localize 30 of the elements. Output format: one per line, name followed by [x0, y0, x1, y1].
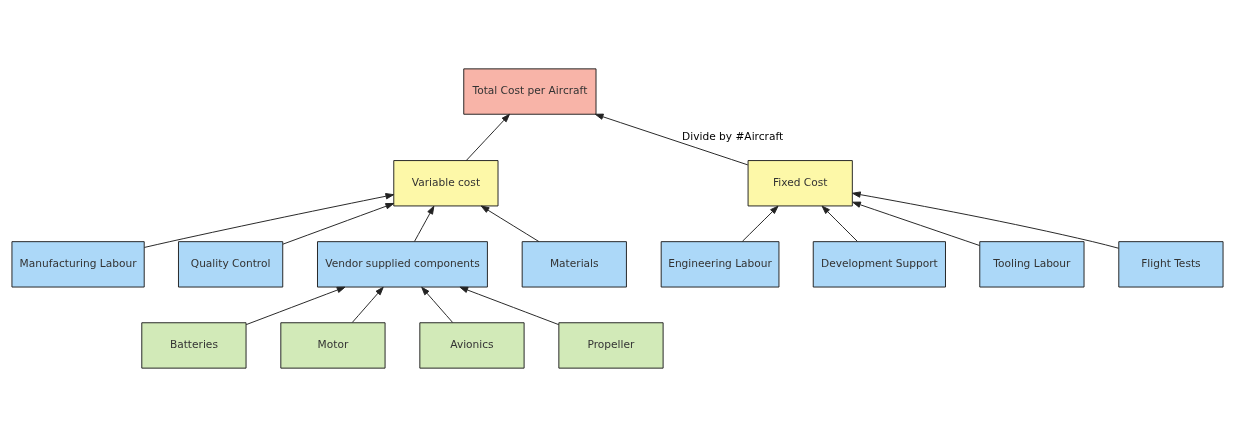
arrow — [421, 286, 454, 323]
node-box: Batteries — [141, 321, 247, 369]
node-box: Manufacturing Labour — [11, 240, 145, 288]
node-box: Propeller — [558, 321, 664, 369]
arrow — [351, 286, 384, 323]
edge-label: Divide by #Aircraft — [682, 129, 784, 143]
arrow — [821, 205, 858, 242]
arrow — [465, 113, 510, 161]
node-box: Variable cost — [393, 159, 499, 206]
arrow — [459, 286, 560, 325]
node-box: Materials — [521, 240, 627, 288]
arrow — [741, 205, 779, 242]
arrow — [480, 205, 540, 242]
arrow — [143, 192, 395, 248]
arrow — [282, 202, 395, 245]
node-box: Development Support — [812, 240, 946, 288]
arrow — [414, 205, 435, 242]
arrow — [852, 201, 981, 246]
node-box: Motor — [280, 321, 386, 369]
node-box: Engineering Labour — [660, 240, 780, 288]
node-box: Vendor supplied components — [317, 240, 488, 288]
arrow — [245, 286, 346, 325]
node-box: Fixed Cost — [747, 159, 853, 206]
node-box: Flight Tests — [1118, 240, 1224, 288]
arrow — [594, 113, 749, 165]
node-box: Total Cost per Aircraft — [463, 67, 597, 115]
arrow — [852, 190, 1119, 249]
node-box: Quality Control — [178, 240, 284, 288]
node-box: Avionics — [419, 321, 525, 369]
node-box: Tooling Labour — [979, 240, 1085, 288]
